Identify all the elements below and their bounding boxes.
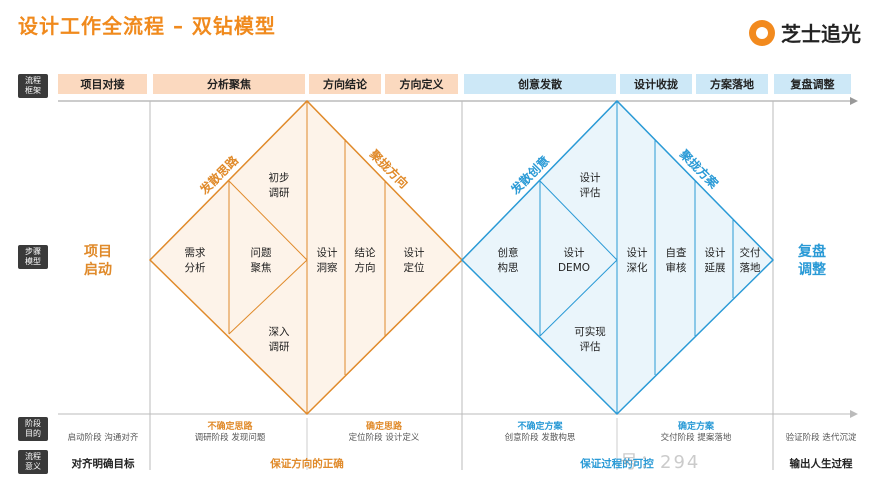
cell-design-demo: 设计 DEMO <box>557 247 591 274</box>
goal-certain-solution: 确定方案 <box>677 422 714 432</box>
cell-problem-focus: 问题 聚焦 <box>250 247 272 274</box>
goal-certain-solution-sub: 交付阶段 提案落地 <box>660 433 732 443</box>
side-label-review-adjust: 复盘 调整 <box>798 244 826 278</box>
row-label-meaning: 流程 意义 <box>18 450 48 474</box>
goal-certain-idea-sub: 定位阶段 设计定义 <box>348 433 420 443</box>
brand-name: 芝士追光 <box>781 22 861 46</box>
goal-uncertain-idea-sub: 调研阶段 发现问题 <box>194 433 266 443</box>
row-label-goal: 阶段 目的 <box>18 417 48 441</box>
brand: 芝士追光 <box>749 18 861 47</box>
meaning-controllable-process: 保证过程的可控 <box>580 458 654 470</box>
goal-uncertain-solution-sub: 创意阶段 发散构思 <box>504 433 576 443</box>
cell-feasibility-evaluation: 可实现 评估 <box>574 326 606 353</box>
row-label-goal-text: 阶段 目的 <box>25 419 41 438</box>
row-label-meaning-text: 流程 意义 <box>25 452 41 471</box>
phase-direction-definition: 方向定义 <box>385 74 458 94</box>
phase-direction-conclusion: 方向结论 <box>309 74 381 94</box>
cell-self-review: 自查 审核 <box>665 247 687 274</box>
page-title: 设计工作全流程 – 双钻模型 <box>18 14 276 38</box>
phase-analysis-focus: 分析聚焦 <box>153 74 305 94</box>
goal-uncertain-solution: 不确定方案 <box>517 422 563 432</box>
goal-uncertain-idea: 不确定思路 <box>207 422 253 432</box>
goal-first-sub: 启动阶段 沟通对齐 <box>67 433 139 443</box>
cell-initial-research: 初步 调研 <box>268 172 290 199</box>
row-label-framework-text: 流程 框架 <box>25 76 41 95</box>
cell-deep-research: 深入 调研 <box>268 326 290 353</box>
goal-certain-idea: 确定思路 <box>365 422 402 432</box>
phase-creative-divergence: 创意发散 <box>464 74 616 94</box>
phase-solution-landing: 方案落地 <box>696 74 768 94</box>
goal-last-sub: 验证阶段 迭代沉淀 <box>785 433 857 443</box>
cell-design-positioning: 设计 定位 <box>403 247 425 274</box>
row-label-steps: 步骤 模型 <box>18 245 48 269</box>
meaning-output: 输出人生过程 <box>789 458 853 470</box>
cheese-logo-icon <box>749 19 775 46</box>
cell-design-extension: 设计 延展 <box>704 247 726 274</box>
diamond-2-divider <box>539 259 618 337</box>
row-label-steps-text: 步骤 模型 <box>25 247 41 266</box>
cell-conclusion-direction: 结论 方向 <box>354 247 376 274</box>
cell-design-insight: 设计 洞察 <box>316 247 338 274</box>
phase-design-convergence: 设计收拢 <box>620 74 692 94</box>
cell-design-evaluation: 设计 评估 <box>579 172 601 199</box>
watermark: 号：294 <box>620 452 701 473</box>
cell-design-deepening: 设计 深化 <box>626 247 648 274</box>
diamond-1-divider <box>228 180 308 261</box>
bottom-timeline-arrowhead <box>850 410 858 418</box>
phase-review-adjust: 复盘调整 <box>774 74 851 94</box>
cell-requirement-analysis: 需求 分析 <box>184 247 206 274</box>
phase-project-kickoff: 项目对接 <box>58 74 147 94</box>
top-timeline-arrowhead <box>850 97 858 105</box>
cell-delivery-landing: 交付 落地 <box>739 247 761 274</box>
diamond-1-divider <box>228 259 308 335</box>
side-label-project-start: 项目 启动 <box>84 244 112 278</box>
meaning-align-goals: 对齐明确目标 <box>71 458 135 470</box>
row-label-framework: 流程 框架 <box>18 74 48 98</box>
cell-creative-concept: 创意 构思 <box>497 247 519 274</box>
meaning-correct-direction: 保证方向的正确 <box>270 458 344 470</box>
diamond-2-divider <box>539 180 618 261</box>
